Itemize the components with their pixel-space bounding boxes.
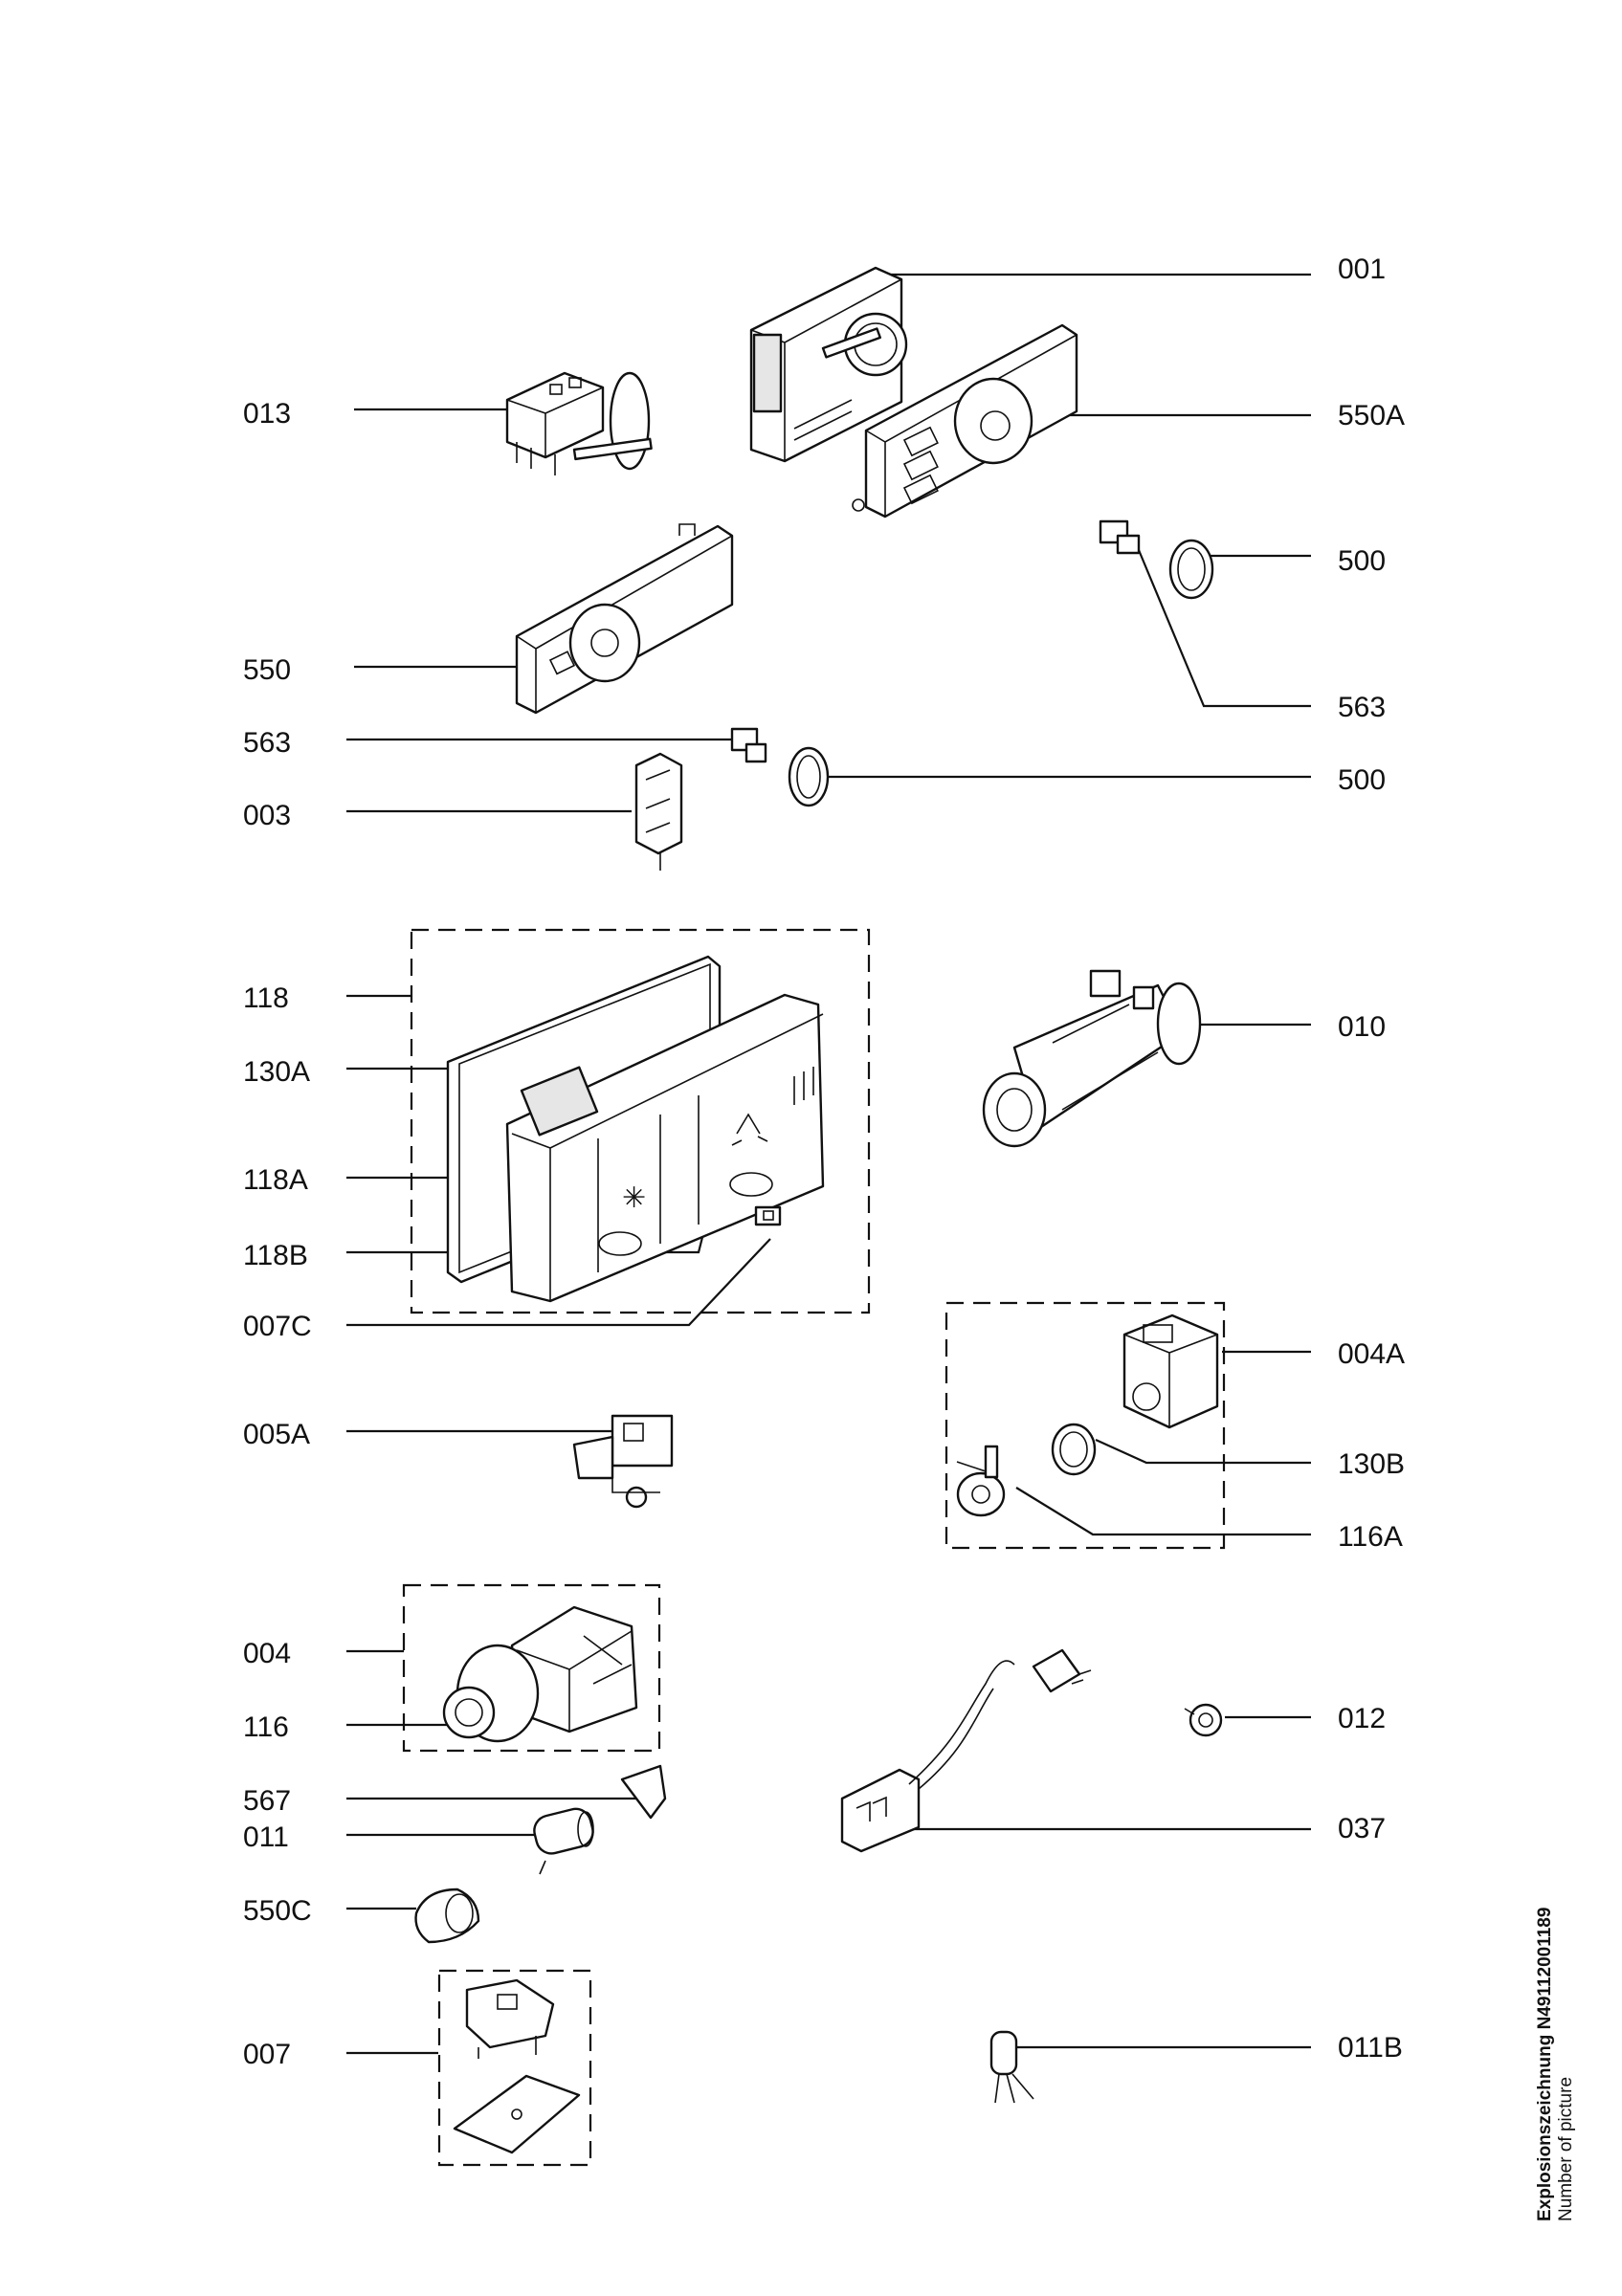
- part-001-programme-timer: [749, 266, 908, 463]
- part-037-mains-cable: [840, 1648, 1092, 1853]
- part-567-clip: [620, 1764, 667, 1820]
- part-118-detergent-dispenser: ✳: [446, 955, 825, 1303]
- group-box-level-sensor: [437, 1969, 592, 2167]
- part-116A-pump-cover: [956, 1445, 1006, 1517]
- callout-012: 012: [1338, 1703, 1386, 1734]
- part-011-capacitor: [533, 1807, 594, 1875]
- part-004-circulation-pump: [442, 1605, 638, 1743]
- callout-567: 567: [243, 1785, 291, 1817]
- part-005A-inlet-valve: [572, 1414, 674, 1509]
- callout-550A: 550A: [1338, 400, 1405, 431]
- callout-010: 010: [1338, 1011, 1386, 1043]
- part-563-lower-lamp: [730, 727, 767, 763]
- part-007-level-sensor: [453, 1978, 581, 2154]
- part-500-lower-ring: [788, 746, 830, 807]
- part-013-selector-switch: [505, 371, 653, 475]
- callout-563-left: 563: [243, 727, 291, 759]
- callout-500-lower: 500: [1338, 764, 1386, 796]
- group-box-circulation-pump: [402, 1583, 661, 1753]
- callout-500-upper: 500: [1338, 545, 1386, 577]
- callout-003: 003: [243, 800, 291, 831]
- group-box-dispenser: [410, 928, 871, 1314]
- part-500-upper-ring: [1168, 539, 1214, 600]
- part-550A-control-panel: [852, 323, 1078, 519]
- part-563-upper-lamp: [1099, 519, 1141, 555]
- callout-130A: 130A: [243, 1056, 310, 1088]
- callout-004: 004: [243, 1638, 291, 1669]
- drawing-reference: Explosionszeichnung N49112001189 Number …: [1535, 1908, 1576, 2221]
- callout-007: 007: [243, 2039, 291, 2070]
- drawing-number-text: Explosionszeichnung N49112001189: [1535, 1908, 1555, 2221]
- callout-001: 001: [1338, 254, 1386, 285]
- callout-118A: 118A: [243, 1164, 308, 1196]
- group-box-drain-pump: [944, 1301, 1226, 1550]
- part-003-door-switch: [634, 752, 683, 871]
- leader-lines: [346, 273, 1311, 2055]
- callout-011: 011: [243, 1821, 289, 1853]
- callout-118: 118: [243, 982, 289, 1014]
- part-011B-capacitor: [989, 2030, 1034, 2104]
- part-130B-seal-ring: [1051, 1423, 1097, 1476]
- part-550C-knob: [414, 1888, 480, 1944]
- callout-563-right: 563: [1338, 692, 1386, 723]
- callout-116: 116: [243, 1711, 289, 1743]
- callout-007C: 007C: [243, 1311, 312, 1342]
- callout-037: 037: [1338, 1813, 1386, 1844]
- part-012-temperature-sensor: [1184, 1703, 1223, 1737]
- part-550-front-panel: [515, 523, 734, 715]
- callout-118B: 118B: [243, 1240, 308, 1271]
- part-004A-drain-pump: [1122, 1314, 1219, 1429]
- callout-550C: 550C: [243, 1895, 312, 1927]
- callout-130B: 130B: [1338, 1448, 1405, 1480]
- callout-116A: 116A: [1338, 1521, 1403, 1553]
- picture-number-caption: Number of picture: [1556, 2077, 1576, 2221]
- callout-005A: 005A: [243, 1419, 310, 1450]
- part-010-heater: [982, 969, 1202, 1148]
- callout-011B: 011B: [1338, 2032, 1403, 2064]
- svg-text:✳: ✳: [622, 1182, 646, 1214]
- callout-013: 013: [243, 398, 291, 430]
- part-007C-clip: [754, 1205, 782, 1226]
- callout-004A: 004A: [1338, 1338, 1405, 1370]
- callout-550: 550: [243, 654, 291, 686]
